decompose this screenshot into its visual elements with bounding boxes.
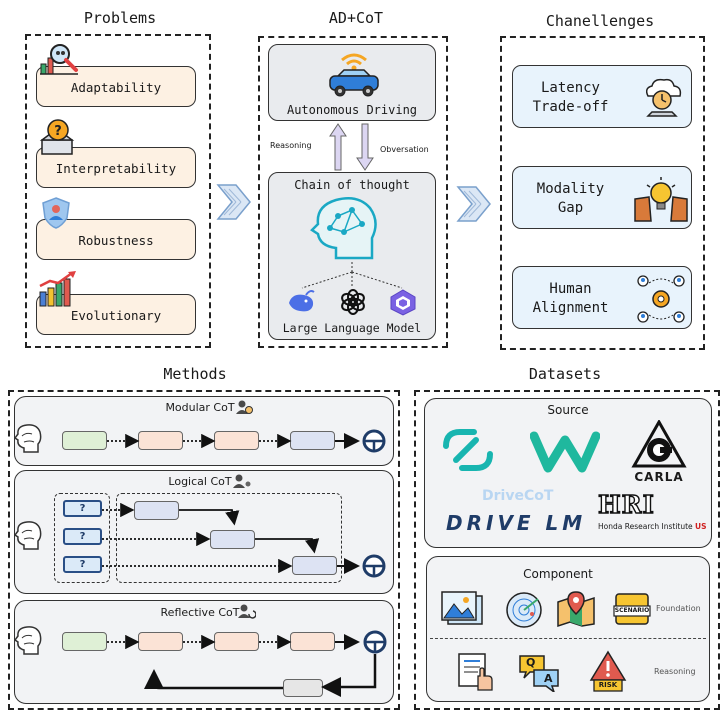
gap-lightbulb-icon bbox=[634, 177, 688, 222]
logical-steps-frame bbox=[116, 493, 342, 583]
risk-label: RISK bbox=[598, 681, 618, 689]
methods-panel bbox=[8, 390, 400, 710]
challenges-title: Chanellenges bbox=[545, 12, 655, 30]
hri-logo: HRI bbox=[597, 489, 655, 519]
openai-knot-icon bbox=[341, 289, 365, 315]
qwen-star-icon bbox=[390, 289, 416, 316]
modular-step-1 bbox=[62, 431, 107, 450]
source-card bbox=[424, 398, 712, 548]
risk-warning-icon bbox=[589, 650, 627, 692]
user-gear-icon bbox=[236, 400, 253, 414]
reasoning-label: Reasoning bbox=[654, 667, 696, 676]
component-title: Component bbox=[523, 567, 593, 581]
datasets-title: Datasets bbox=[528, 365, 602, 383]
carla-logo-icon bbox=[631, 420, 687, 468]
problems-title: Problems bbox=[83, 9, 157, 27]
scenario-scroll-icon bbox=[613, 593, 651, 625]
document-hand-icon bbox=[458, 653, 493, 691]
map-pin-icon bbox=[557, 591, 595, 628]
user-network-icon bbox=[233, 474, 251, 488]
question-box: ? bbox=[63, 556, 102, 573]
challenge-modality-label: Modality Gap bbox=[536, 180, 605, 216]
scenario-label: SCENARIO bbox=[614, 607, 650, 614]
qa-a-label: A bbox=[544, 672, 553, 685]
challenge-latency: Latency Trade-off bbox=[512, 65, 692, 128]
challenge-alignment-label: Human Alignment bbox=[532, 280, 609, 316]
qa-bubbles-icon bbox=[519, 655, 559, 692]
hri-text-main: Honda Research Institute bbox=[598, 522, 693, 531]
modular-cot-title: Modular CoT bbox=[165, 401, 235, 414]
methods-title: Methods bbox=[163, 365, 227, 383]
datasets-panel bbox=[414, 390, 720, 710]
image-gallery-icon bbox=[441, 591, 483, 625]
problem-adaptability: Adaptability bbox=[36, 66, 196, 107]
autonomous-car-icon bbox=[329, 53, 379, 97]
nuscenes-logo-icon bbox=[443, 429, 493, 471]
challenge-latency-label: Latency Trade-off bbox=[532, 79, 609, 115]
component-divider bbox=[430, 638, 706, 639]
magnifier-chart-icon bbox=[40, 44, 78, 75]
hri-text-us: US bbox=[695, 522, 707, 531]
qa-q-label: Q bbox=[526, 656, 536, 669]
source-title: Source bbox=[547, 403, 589, 417]
chevron-right-icon bbox=[216, 184, 251, 220]
drivelm-label: DRIVE LM bbox=[446, 511, 587, 535]
observation-label: Obversation bbox=[380, 145, 429, 154]
challenge-modality-gap: Modality Gap bbox=[512, 166, 692, 229]
deepseek-whale-icon bbox=[289, 290, 315, 312]
question-box-icon: ? bbox=[39, 119, 75, 155]
methods-connectors bbox=[14, 424, 387, 697]
logical-cot-title: Logical CoT bbox=[168, 475, 232, 488]
question-box: ? bbox=[63, 528, 102, 545]
reflective-step-1 bbox=[62, 632, 107, 651]
problem-robustness: Robustness bbox=[36, 219, 196, 260]
problem-interpretability: Interpretability bbox=[36, 147, 196, 188]
reasoning-label: Reasoning bbox=[270, 141, 312, 150]
challenge-human-alignment: Human Alignment bbox=[512, 266, 692, 329]
shield-person-icon bbox=[42, 197, 70, 229]
svg-text:?: ? bbox=[54, 124, 62, 139]
llm-label: Large Language Model bbox=[282, 321, 422, 335]
cloud-stopwatch-icon bbox=[645, 78, 682, 117]
growth-bars-icon bbox=[39, 271, 76, 307]
chevron-right-icon bbox=[456, 186, 491, 222]
user-refresh-icon bbox=[238, 604, 256, 619]
carla-label: CARLA bbox=[634, 470, 684, 484]
question-box: ? bbox=[63, 500, 102, 517]
chain-of-thought-title: Chain of thought bbox=[294, 178, 410, 192]
ai-head-icon bbox=[310, 197, 377, 260]
problems-panel bbox=[25, 34, 211, 348]
challenges-panel bbox=[500, 36, 705, 350]
branch-connectors bbox=[301, 262, 403, 289]
drivecot-label: DriveCoT bbox=[482, 488, 554, 504]
waymo-logo-icon bbox=[530, 431, 600, 473]
ad-cot-title: AD+CoT bbox=[328, 9, 384, 27]
people-gear-icon bbox=[637, 275, 685, 323]
autonomous-driving-label: Autonomous Driving bbox=[286, 103, 418, 117]
bidirectional-arrows bbox=[329, 123, 374, 171]
radar-icon bbox=[506, 592, 542, 628]
foundation-label: Foundation bbox=[656, 604, 701, 613]
question-group-frame bbox=[54, 493, 110, 583]
hri-text: Honda Research Institute US bbox=[598, 522, 707, 531]
ad-cot-panel bbox=[258, 36, 448, 348]
reflective-cot-title: Reflective CoT bbox=[160, 606, 240, 619]
problem-evolutionary: Evolutionary bbox=[36, 294, 196, 335]
